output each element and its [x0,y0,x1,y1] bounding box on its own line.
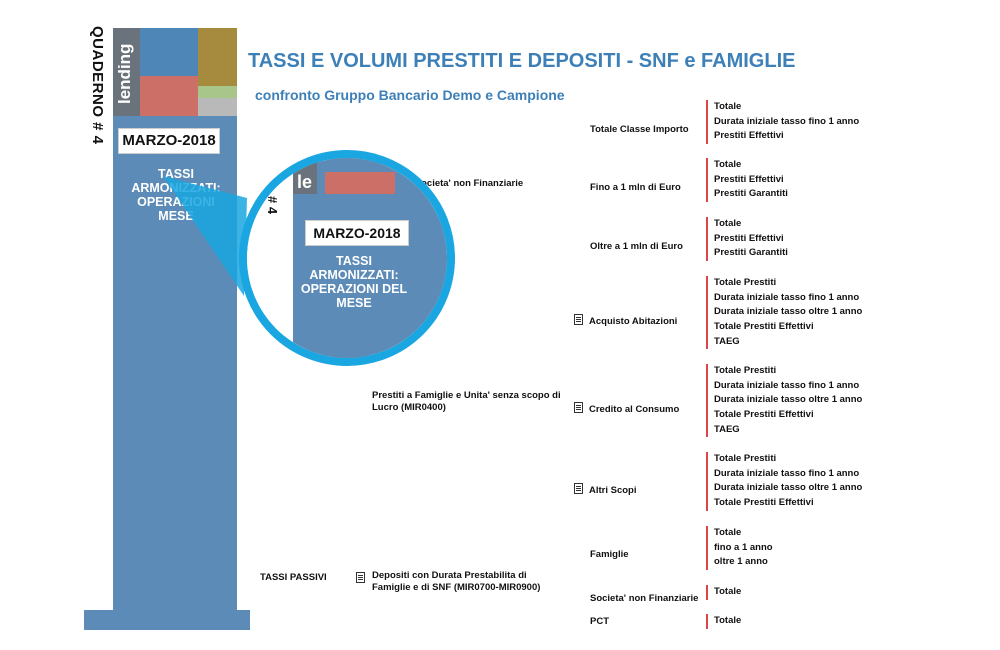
magnifier-date-badge: MARZO-2018 [305,220,409,246]
leaf-item[interactable]: Totale [714,615,742,626]
tree-node-tassi-passivi[interactable]: TASSI PASSIVI [260,572,327,583]
tree-node-altri-scopi[interactable]: Altri Scopi [574,483,637,498]
doc-icon [574,314,583,329]
leaf-item[interactable]: Totale [714,101,742,112]
tree-node-depositi[interactable]: Depositi con Durata Prestabilita di Fami… [356,570,556,594]
leaf-item[interactable]: Totale Prestiti [714,453,777,464]
leaf-item[interactable]: Durata iniziale tasso fino 1 anno [714,379,860,391]
date-badge: MARZO-2018 [118,128,220,154]
magnifier-quaderno: # 4 [265,196,280,215]
tree-node-fino-1mln[interactable]: Fino a 1 mln di Euro [590,182,681,193]
leaf-group-credito-consumo: Totale Prestiti Durata iniziale tasso fi… [706,364,863,438]
leaf-item[interactable]: Totale Prestiti Effettivi [714,321,814,333]
quaderno-label: QUADERNO # 4 [89,26,106,145]
leaf-item[interactable]: Durata iniziale tasso fino 1 anno [714,467,860,479]
leaf-group-famiglie: Totale fino a 1 anno oltre 1 anno [706,526,773,571]
doc-icon [574,483,583,498]
tree-node-credito-consumo[interactable]: Credito al Consumo [574,402,679,417]
leaf-item[interactable]: Totale [714,159,742,170]
leaf-item[interactable]: Durata iniziale tasso fino 1 anno [714,115,860,127]
leaf-item[interactable]: Prestiti Garantiti [714,247,788,259]
caption-line: OPERAZIONI [137,195,215,209]
magnifier-caption: TASSI ARMONIZZATI: OPERAZIONI DEL MESE [295,254,413,310]
magnifier-lens: # 4 le MARZO-2018 TASSI ARMONIZZATI: OPE… [239,150,455,366]
leaf-item[interactable]: Prestiti Garantiti [714,188,788,200]
tree-node-label: Altri Scopi [589,485,637,497]
caption-line: MESE [336,296,372,310]
tree-node-label: Acquisto Abitazioni [589,316,678,328]
page-subtitle: confronto Gruppo Bancario Demo e Campion… [255,87,565,103]
caption-line: ARMONIZZATI: [131,181,221,195]
page-title: TASSI E VOLUMI PRESTITI E DEPOSITI - SNF… [248,50,796,72]
caption-line: OPERAZIONI DEL [300,282,408,296]
leaf-item[interactable]: TAEG [714,335,740,347]
tree-node-famiglie[interactable]: Famiglie [590,549,629,560]
leaf-item[interactable]: Totale Prestiti [714,277,777,288]
tree-node-label: Credito al Consumo [589,404,680,416]
sidebar-caption: TASSI ARMONIZZATI: OPERAZIONI MESE [116,167,236,223]
caption-line: TASSI [158,167,194,181]
leaf-item[interactable]: Totale Prestiti Effettivi [714,409,814,421]
leaf-item[interactable]: oltre 1 anno [714,556,768,568]
leaf-group-acquisto-abitazioni: Totale Prestiti Durata iniziale tasso fi… [706,276,863,350]
doc-icon [356,572,365,587]
leaf-item[interactable]: Durata iniziale tasso oltre 1 anno [714,394,863,406]
lending-logo: lending [113,28,237,116]
caption-line: TASSI [336,254,372,268]
leaf-group-totale-classe: Totale Durata iniziale tasso fino 1 anno… [706,100,860,145]
magnifier-logo-text: le [297,172,313,192]
leaf-item[interactable]: Durata iniziale tasso oltre 1 anno [714,306,863,318]
sidebar-base [84,610,250,630]
leaf-group-snf: Totale [706,585,741,600]
leaf-item[interactable]: fino a 1 anno [714,541,773,553]
leaf-group-oltre-1mln: Totale Prestiti Effettivi Prestiti Garan… [706,217,788,262]
tree-node-label: Depositi con Durata Prestabilita di Fami… [372,570,541,593]
leaf-item[interactable]: Prestiti Effettivi [714,130,784,142]
leaf-item[interactable]: Totale [714,218,742,229]
leaf-item[interactable]: TAEG [714,423,740,435]
leaf-item[interactable]: Totale Prestiti [714,365,777,376]
leaf-item[interactable]: Totale [714,527,742,538]
tree-node-acquisto-abitazioni[interactable]: Acquisto Abitazioni [574,314,677,329]
doc-icon [574,402,583,417]
leaf-item[interactable]: Totale [714,586,742,597]
leaf-group-pct: Totale [706,614,741,629]
tree-node-pct[interactable]: PCT [590,616,609,627]
leaf-item[interactable]: Durata iniziale tasso fino 1 anno [714,291,860,303]
tree-node-snf[interactable]: Societa' non Finanziarie [590,593,699,604]
tree-node-totale-classe[interactable]: Totale Classe Importo [590,124,689,135]
leaf-item[interactable]: Totale Prestiti Effettivi [714,497,814,509]
caption-line: MESE [158,209,194,223]
leaf-item[interactable]: Prestiti Effettivi [714,173,784,185]
tree-node-oltre-1mln[interactable]: Oltre a 1 mln di Euro [590,241,683,252]
leaf-item[interactable]: Durata iniziale tasso oltre 1 anno [714,482,863,494]
sidebar: lending [113,28,237,618]
leaf-group-altri-scopi: Totale Prestiti Durata iniziale tasso fi… [706,452,862,511]
tree-node-prestiti-famiglie[interactable]: Prestiti a Famiglie e Unita' senza scopo… [372,390,561,413]
logo-text: lending [115,43,134,105]
leaf-group-fino-1mln: Totale Prestiti Effettivi Prestiti Garan… [706,158,788,203]
caption-line: ARMONIZZATI: [309,268,399,282]
leaf-item[interactable]: Prestiti Effettivi [714,232,784,244]
